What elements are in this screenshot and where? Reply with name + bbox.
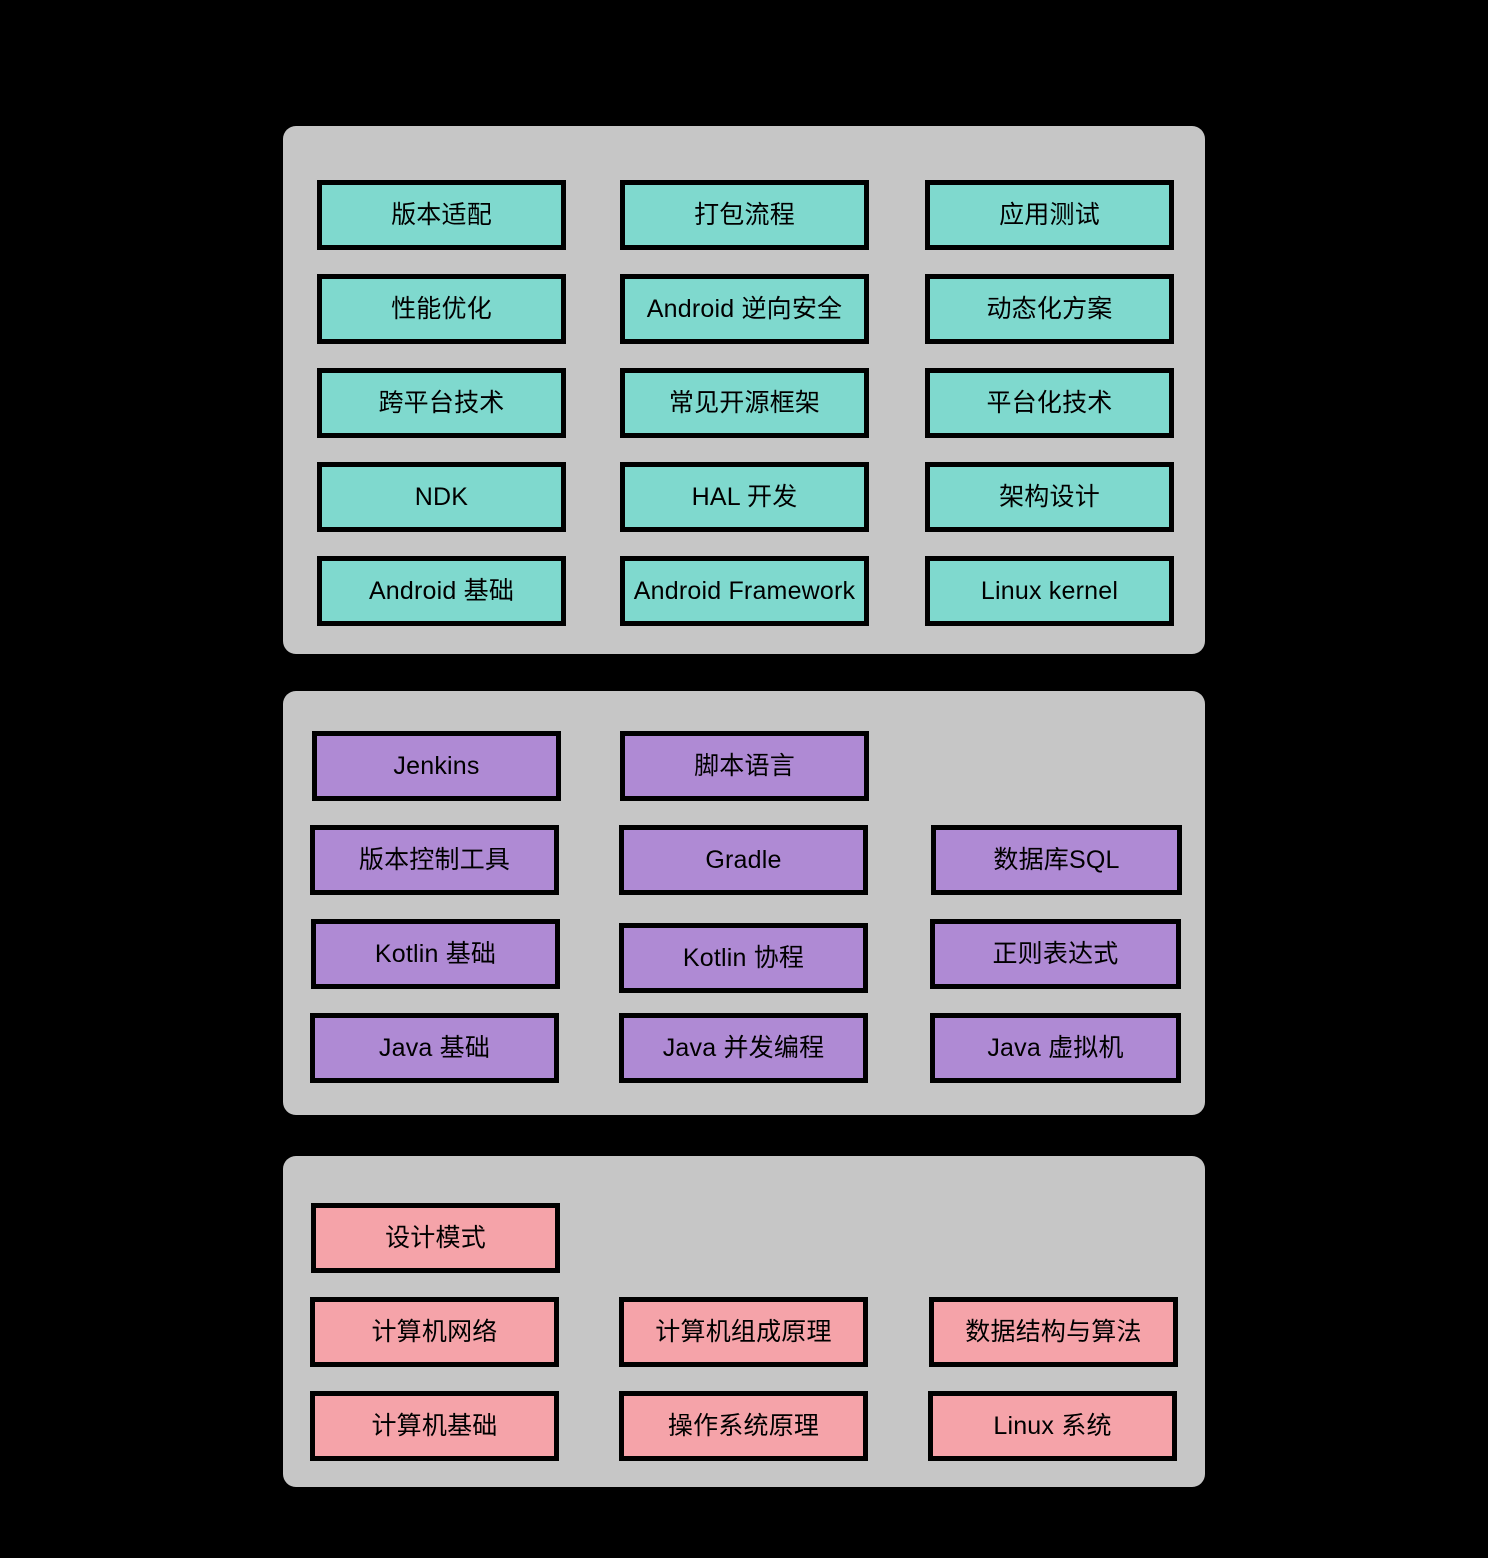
node-sheji-moshi[interactable]: 设计模式 xyxy=(311,1203,560,1273)
node-dabao-liucheng[interactable]: 打包流程 xyxy=(620,180,869,250)
node-android-framework[interactable]: Android Framework xyxy=(620,556,869,626)
node-changjian-kaiyuan-kuangjia[interactable]: 常见开源框架 xyxy=(620,368,869,438)
node-pingtaihua-jishu[interactable]: 平台化技术 xyxy=(925,368,1174,438)
node-android-nixiang-anquan[interactable]: Android 逆向安全 xyxy=(620,274,869,344)
node-android-jichu[interactable]: Android 基础 xyxy=(317,556,566,626)
node-java-jichu[interactable]: Java 基础 xyxy=(310,1013,559,1083)
group-android-skills: 版本适配 打包流程 应用测试 性能优化 Android 逆向安全 动态化方案 跨… xyxy=(283,126,1205,654)
node-caozuo-xitong-yuanli[interactable]: 操作系统原理 xyxy=(619,1391,868,1461)
node-jiaoben-yuyan[interactable]: 脚本语言 xyxy=(620,731,869,801)
group-languages-tools: Jenkins 脚本语言 版本控制工具 Gradle 数据库SQL Kotlin… xyxy=(283,691,1205,1115)
node-linux-xitong[interactable]: Linux 系统 xyxy=(928,1391,1177,1461)
node-zhengze-biaodashi[interactable]: 正则表达式 xyxy=(930,919,1181,989)
node-yingyong-ceshi[interactable]: 应用测试 xyxy=(925,180,1174,250)
node-kotlin-jichu[interactable]: Kotlin 基础 xyxy=(311,919,560,989)
group-computer-fundamentals: 设计模式 计算机网络 计算机组成原理 数据结构与算法 计算机基础 操作系统原理 … xyxy=(283,1156,1205,1487)
node-jisuanji-wangluo[interactable]: 计算机网络 xyxy=(310,1297,559,1367)
node-linux-kernel[interactable]: Linux kernel xyxy=(925,556,1174,626)
node-dongtaihua-fangan[interactable]: 动态化方案 xyxy=(925,274,1174,344)
node-jisuanji-jichu[interactable]: 计算机基础 xyxy=(310,1391,559,1461)
node-gradle[interactable]: Gradle xyxy=(619,825,868,895)
node-banben-shipei[interactable]: 版本适配 xyxy=(317,180,566,250)
node-jiagou-sheji[interactable]: 架构设计 xyxy=(925,462,1174,532)
node-banben-kongzhi-gongju[interactable]: 版本控制工具 xyxy=(310,825,559,895)
node-kuapingtai-jishu[interactable]: 跨平台技术 xyxy=(317,368,566,438)
node-java-bingfa-biancheng[interactable]: Java 并发编程 xyxy=(619,1013,868,1083)
node-xingneng-youhua[interactable]: 性能优化 xyxy=(317,274,566,344)
node-kotlin-xiecheng[interactable]: Kotlin 协程 xyxy=(619,923,868,993)
node-jenkins[interactable]: Jenkins xyxy=(312,731,561,801)
node-jisuanji-zucheng-yuanli[interactable]: 计算机组成原理 xyxy=(619,1297,868,1367)
node-hal-kaifa[interactable]: HAL 开发 xyxy=(620,462,869,532)
node-shujuku-sql[interactable]: 数据库SQL xyxy=(931,825,1182,895)
node-java-xuniji[interactable]: Java 虚拟机 xyxy=(930,1013,1181,1083)
node-shuju-jiegou-yu-suanfa[interactable]: 数据结构与算法 xyxy=(929,1297,1178,1367)
node-ndk[interactable]: NDK xyxy=(317,462,566,532)
